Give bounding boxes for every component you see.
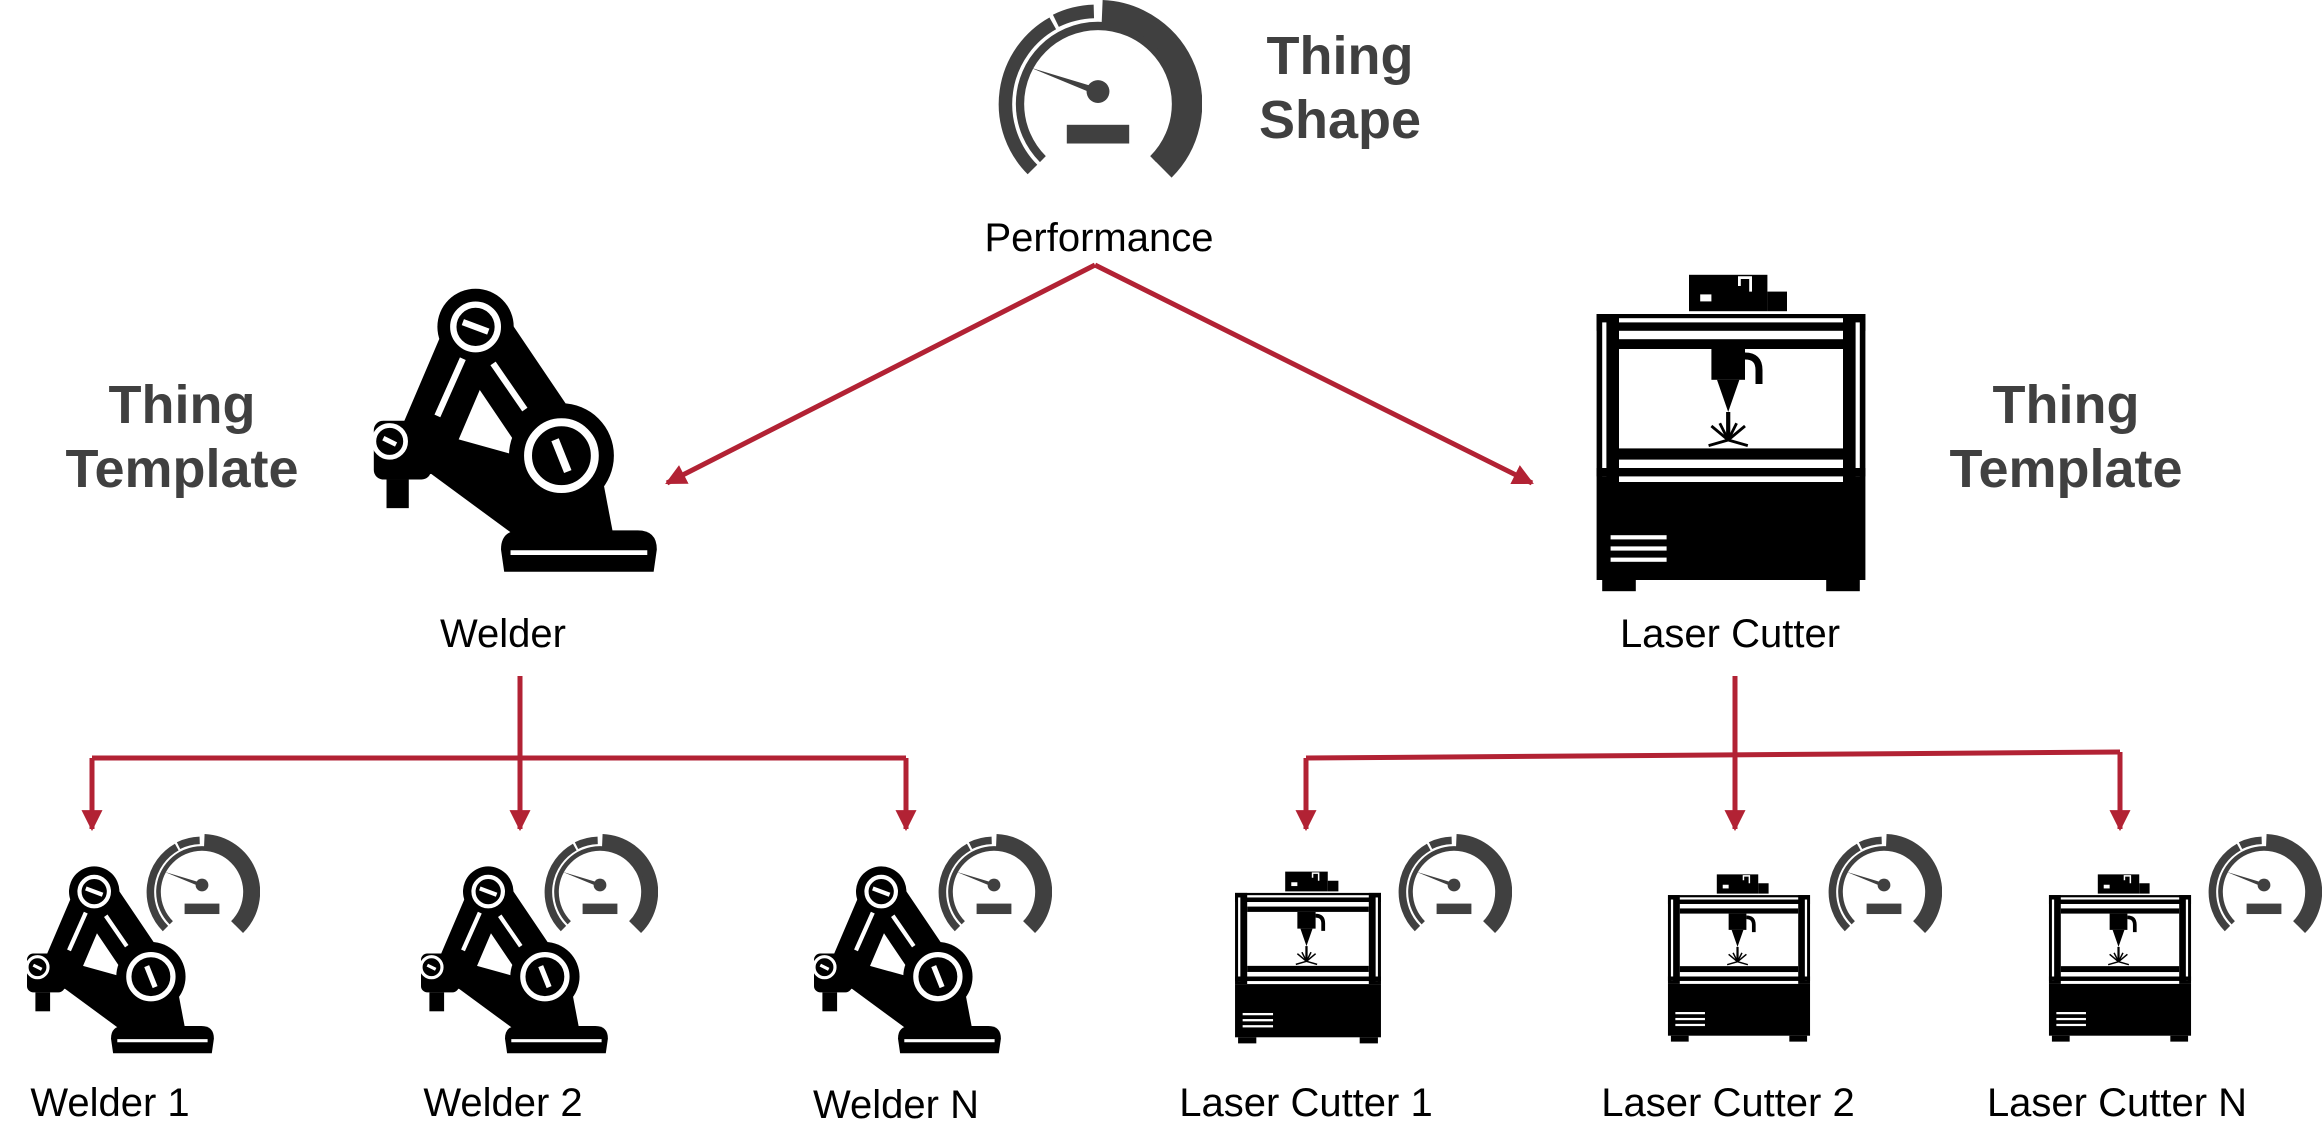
thing-template-welder: Thing Template Welder (65, 289, 656, 656)
speedometer-icon (2212, 840, 2315, 928)
laser-cutter-icon (1597, 275, 1866, 591)
template-heading-right-line1: Thing (1993, 375, 2140, 435)
template-heading-left-line2: Template (65, 439, 298, 499)
thing-label: Laser Cutter N (1987, 1081, 2247, 1124)
thing-label: Welder N (813, 1083, 979, 1124)
template-label-welder: Welder (440, 612, 566, 656)
laser-cutter-icon (1233, 870, 1383, 1045)
thing-label: Laser Cutter 2 (1601, 1081, 1854, 1124)
thing-shape-node: Thing Shape Performance (985, 11, 1421, 260)
laser-cutter-icon (2047, 872, 2193, 1044)
thing-laser-cutter-2: Laser Cutter 2 (1601, 840, 1935, 1124)
thing-label: Welder 1 (30, 1081, 189, 1124)
speedometer-icon (1005, 11, 1190, 169)
arrow-shape-to-laser-cutter (1093, 262, 1534, 486)
thing-laser-cutter-1: Laser Cutter 1 (1179, 840, 1505, 1124)
speedometer-icon (150, 840, 253, 928)
speedometer-icon (1832, 840, 1935, 928)
thing-label: Laser Cutter 1 (1179, 1081, 1432, 1124)
connector-laser-cutter-bus (1305, 749, 2121, 761)
template-heading-left-line1: Thing (109, 375, 256, 435)
robot-arm-icon (374, 289, 657, 572)
thing-template-laser-cutter: Thing Template Laser Cutter (1597, 275, 2183, 656)
arrows (81, 262, 2131, 832)
thing-welder-n: Welder N (813, 840, 1046, 1124)
thing-welder-1: Welder 1 (27, 840, 254, 1124)
thing-label: Welder 2 (423, 1081, 582, 1124)
speedometer-icon (548, 840, 651, 928)
arrow-shape-to-welder (665, 262, 1097, 486)
robot-arm-icon (421, 866, 608, 1053)
thing-welder-2: Welder 2 (421, 840, 652, 1124)
template-heading-right-line2: Template (1949, 439, 2182, 499)
speedometer-icon (942, 840, 1045, 928)
thing-shape-label: Performance (985, 216, 1214, 260)
thing-laser-cutter-n: Laser Cutter N (1987, 840, 2316, 1124)
template-label-laser-cutter: Laser Cutter (1620, 612, 1840, 656)
thing-shape-heading-line2: Shape (1259, 90, 1421, 150)
robot-arm-icon (27, 866, 214, 1053)
speedometer-icon (1402, 840, 1505, 928)
laser-cutter-icon (1666, 872, 1812, 1044)
thing-shape-heading-line1: Thing (1267, 26, 1414, 86)
robot-arm-icon (814, 866, 1001, 1053)
